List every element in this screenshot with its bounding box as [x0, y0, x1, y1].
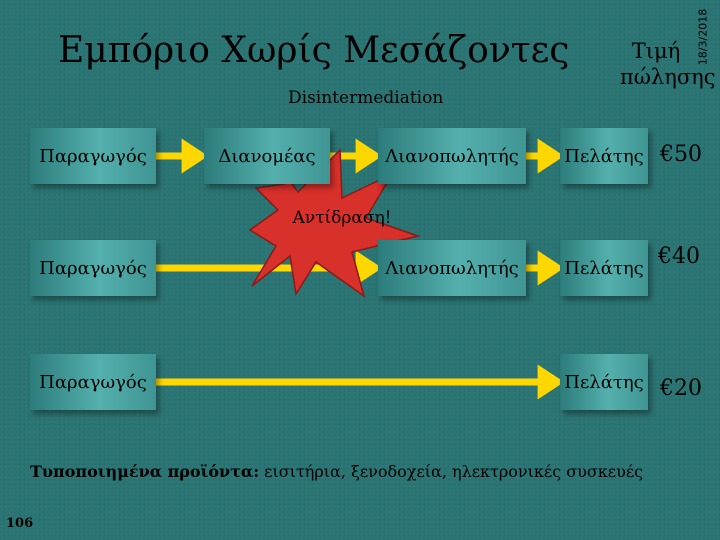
price-row-2: €40: [658, 244, 700, 269]
distributor-label: Διανομέας: [218, 145, 316, 167]
page-number: 106: [6, 516, 34, 531]
footnote-label: Τυποποιημένα προϊόντα:: [30, 462, 260, 481]
retailer-box-1: Λιανοπωλητής: [378, 128, 526, 184]
customer-label-1: Πελάτης: [564, 145, 644, 167]
producer-label-3: Παραγωγός: [39, 371, 147, 393]
retailer-label-1: Λιανοπωλητής: [385, 145, 519, 167]
reaction-label: Αντίδραση!: [292, 208, 392, 228]
page-subtitle: Disintermediation: [288, 88, 444, 108]
customer-label-3: Πελάτης: [564, 371, 644, 393]
distributor-box: Διανομέας: [204, 128, 330, 184]
producer-label-2: Παραγωγός: [39, 257, 147, 279]
producer-label-1: Παραγωγός: [39, 145, 147, 167]
price-row-1: €50: [660, 142, 702, 167]
price-header-line-1: Τιμή: [631, 39, 681, 63]
customer-box-1: Πελάτης: [560, 128, 648, 184]
customer-label-2: Πελάτης: [564, 257, 644, 279]
producer-box-1: Παραγωγός: [30, 128, 156, 184]
footnote: Τυποποιημένα προϊόντα: εισιτήρια, ξενοδο…: [30, 462, 643, 481]
footnote-text: εισιτήρια, ξενοδοχεία, ηλεκτρονικές συσκ…: [259, 462, 644, 481]
reaction-star: [248, 137, 421, 298]
producer-box-2: Παραγωγός: [30, 240, 156, 296]
customer-box-3: Πελάτης: [560, 354, 648, 410]
retailer-label-2: Λιανοπωλητής: [385, 257, 519, 279]
customer-box-2: Πελάτης: [560, 240, 648, 296]
producer-box-3: Παραγωγός: [30, 354, 156, 410]
retailer-box-2: Λιανοπωλητής: [378, 240, 526, 296]
page-title: Εμπόριο Χωρίς Μεσάζοντες: [58, 30, 570, 71]
price-row-3: €20: [660, 376, 702, 401]
